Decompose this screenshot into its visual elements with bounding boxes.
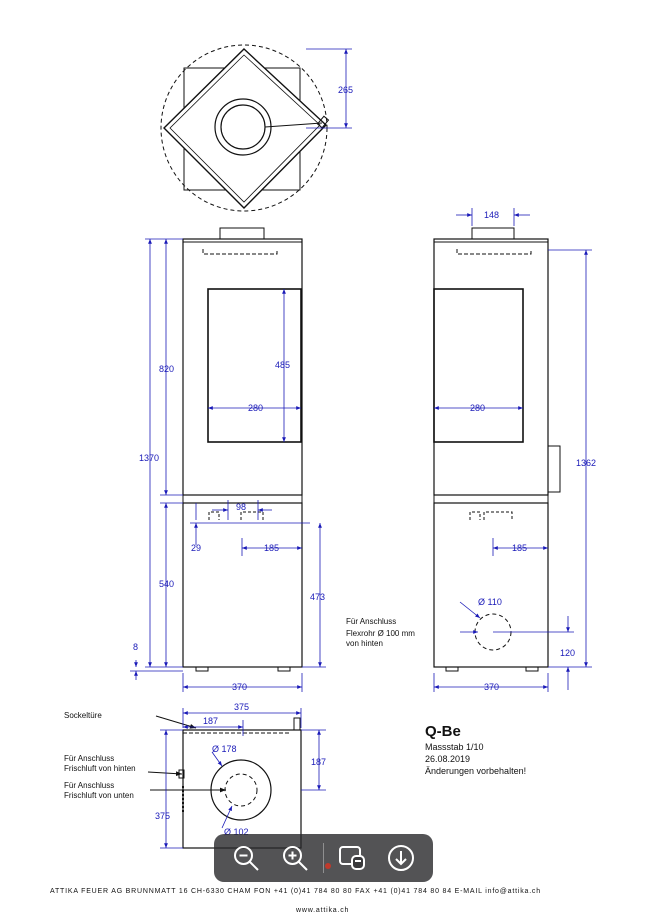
dim-front-1370: 1370	[139, 453, 159, 463]
side-body	[433, 238, 549, 496]
note-text: Änderungen vorbehalten!	[425, 766, 526, 776]
side-dimensions	[433, 208, 592, 692]
dim-side-370: 370	[484, 682, 499, 692]
dim-front-98: 98	[236, 502, 246, 512]
download-icon	[387, 845, 414, 871]
dim-plan-187-h: 187	[311, 757, 326, 767]
dim-side-120: 120	[560, 648, 575, 658]
dim-front-280: 280	[248, 403, 263, 413]
side-upper-base	[433, 494, 549, 504]
label-flex-2: Flexrohr Ø 100 mm	[346, 629, 415, 638]
dim-plan-d178: Ø 178	[212, 744, 237, 754]
top-view-body-diamond	[163, 48, 328, 209]
zoom-in-icon	[282, 846, 308, 871]
dim-side-185: 185	[512, 543, 527, 553]
side-glass-door	[433, 288, 524, 443]
dim-side-148: 148	[484, 210, 499, 220]
label-fresh-bottom-1: Für Anschluss	[64, 781, 114, 790]
front-view	[182, 227, 303, 672]
download-button[interactable]	[381, 838, 421, 878]
plan-fresh-air-inner	[224, 773, 258, 807]
dim-plan-375-h: 375	[155, 811, 170, 821]
recording-dot	[324, 863, 331, 869]
footer-website: www.attika.ch	[295, 907, 349, 914]
dim-side-d110: Ø 110	[478, 597, 502, 607]
dim-side-1362: 1362	[576, 458, 596, 468]
side-flue-collar	[471, 227, 515, 240]
dim-plan-d102: Ø 102	[224, 827, 249, 837]
dim-side-280: 280	[470, 403, 485, 413]
label-fresh-back-2: Frischluft von hinten	[64, 764, 136, 773]
date-text: 26.08.2019	[425, 754, 470, 764]
scale-text: Massstab 1/10	[425, 742, 484, 752]
dim-front-8: 8	[133, 642, 138, 652]
dim-front-820: 820	[159, 364, 174, 374]
front-glass-door	[207, 288, 302, 443]
dim-front-540: 540	[159, 579, 174, 589]
front-dimensions	[130, 238, 326, 692]
dim-front-29: 29	[191, 543, 201, 553]
front-plinth	[182, 502, 303, 668]
front-flue-collar	[219, 227, 265, 240]
display-settings-icon	[339, 846, 366, 870]
dim-plan-187-w: 187	[203, 716, 218, 726]
zoom-out-button[interactable]	[226, 838, 266, 878]
label-flex-1: Für Anschluss	[346, 617, 396, 626]
dim-front-370: 370	[232, 682, 247, 692]
footer-address: ATTIKA FEUER AG BRUNNMATT 16 CH-6330 CHA…	[50, 888, 541, 895]
side-handle	[547, 445, 561, 493]
dim-plan-375-w: 375	[234, 702, 249, 712]
zoom-in-button[interactable]	[275, 838, 315, 878]
label-fresh-bottom-2: Frischluft von unten	[64, 791, 134, 800]
toolbar-separator	[322, 843, 331, 873]
display-settings-button[interactable]	[332, 838, 372, 878]
viewer-toolbar	[214, 834, 433, 882]
dim-front-185: 185	[264, 543, 279, 553]
top-view	[160, 44, 330, 212]
label-sockel: Sockeltüre	[64, 711, 102, 720]
label-flex-3: von hinten	[346, 639, 383, 648]
dim-top-265: 265	[338, 85, 353, 95]
label-fresh-back-1: Für Anschluss	[64, 754, 114, 763]
dim-front-485: 485	[275, 360, 290, 370]
side-plinth	[433, 502, 549, 668]
model-title: Q-Be	[425, 723, 461, 740]
plan-dimensions	[160, 708, 326, 849]
top-view-dimension	[306, 48, 352, 129]
dim-front-473: 473	[310, 592, 325, 602]
zoom-out-icon	[234, 846, 259, 871]
side-view	[433, 227, 561, 672]
